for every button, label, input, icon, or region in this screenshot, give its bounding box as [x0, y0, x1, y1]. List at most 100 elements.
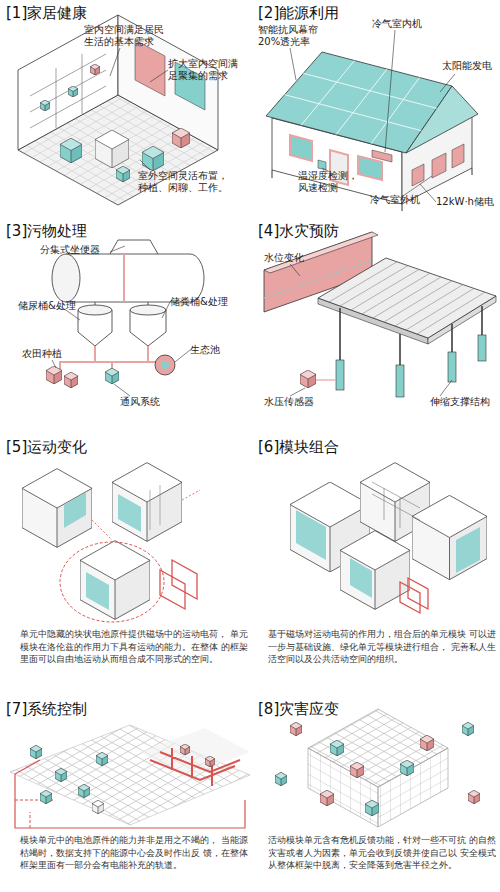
energy-building-illustration — [432, 153, 446, 178]
system-control-illustration — [10, 725, 250, 825]
waste-treatment-illustration — [161, 361, 169, 369]
waste-treatment-illustration — [123, 254, 125, 302]
callout-label: 温湿度检测， 风速检测 — [298, 170, 362, 194]
house-interior-illustration — [95, 130, 129, 168]
system-control-illustration — [10, 725, 250, 828]
system-control-illustration — [92, 800, 104, 814]
module-motion-illustration — [80, 541, 150, 620]
energy-building-illustration — [406, 86, 478, 153]
house-interior-illustration — [172, 128, 190, 148]
energy-building-illustration — [285, 61, 437, 144]
disaster-response-illustration — [275, 709, 480, 827]
description-text: 基于磁场对运动电荷的作用力，组合后的单元模块 可以进一步与基础设施、绿化单元等模… — [268, 628, 496, 666]
waste-treatment-illustration — [66, 254, 204, 302]
flood-prevention-illustration — [336, 360, 344, 390]
waste-treatment-illustration — [64, 372, 78, 388]
module-motion-illustration — [22, 463, 200, 622]
flood-prevention-illustration — [318, 258, 496, 338]
waste-treatment-illustration — [110, 240, 158, 254]
system-control-illustration — [15, 760, 245, 828]
flood-prevention-illustration — [396, 365, 404, 397]
flood-prevention-illustration — [340, 306, 482, 365]
flood-prevention-illustration — [316, 379, 336, 380]
module-motion-illustration — [92, 490, 200, 540]
module-combination-illustration — [296, 510, 326, 560]
callout-label: 冷气室外机 — [370, 194, 430, 206]
energy-building-illustration — [290, 30, 455, 202]
disaster-response-illustration — [462, 722, 474, 736]
description-text: 活动模块单元含有危机反馈功能，针对一些不可抗 的自然灾害或者人为因素，单元会收到… — [268, 834, 496, 872]
callout-label: 水压传感器 — [264, 396, 324, 408]
system-control-illustration — [55, 768, 67, 782]
energy-building-illustration — [318, 160, 326, 170]
energy-building-illustration — [452, 144, 464, 168]
house-interior-illustration — [116, 166, 130, 182]
panel-heading: [5]运动变化 — [6, 438, 136, 456]
system-control-illustration — [180, 744, 190, 755]
system-control-illustration — [96, 752, 108, 766]
module-combination-illustration — [412, 495, 487, 579]
house-interior-illustration — [30, 54, 106, 128]
callout-label: 水位变化 — [264, 252, 314, 264]
callout-label: 室内空间满足居民 生活的基本需求 — [84, 24, 168, 48]
description-text: 单元中隐藏的块状电池原件提供磁场中的运动电荷， 单元模块在洛伦兹的作用力下具有运… — [20, 628, 248, 666]
system-control-illustration — [40, 790, 52, 804]
disaster-response-illustration — [378, 748, 448, 827]
module-motion-illustration — [64, 492, 86, 528]
disaster-response-illustration — [330, 740, 344, 756]
module-combination-illustration — [408, 578, 428, 609]
disaster-response-illustration — [320, 790, 334, 806]
module-motion-illustration — [22, 469, 92, 548]
waste-treatment-illustration — [155, 355, 175, 375]
module-combination-illustration — [456, 527, 480, 573]
panel-heading: [6]模块组合 — [258, 438, 388, 456]
module-combination-illustration — [372, 482, 420, 528]
waste-treatment-illustration — [105, 368, 119, 384]
module-motion-illustration — [172, 560, 197, 599]
house-interior-illustration — [60, 138, 82, 163]
system-control-illustration — [140, 728, 250, 778]
flood-prevention-illustration — [264, 232, 496, 397]
callout-label: 分集式坐便器 — [40, 244, 110, 256]
disaster-response-illustration — [350, 762, 364, 778]
waste-treatment-illustration — [52, 254, 80, 302]
waste-treatment-illustration — [130, 305, 166, 315]
panel-heading: [7]系统控制 — [6, 700, 136, 718]
disaster-response-illustration — [308, 748, 378, 827]
callout-label: 农田种植 — [22, 348, 72, 360]
energy-building-illustration — [372, 150, 392, 162]
module-motion-illustration — [112, 463, 182, 542]
callout-label: 生态池 — [190, 344, 230, 356]
panel-heading: [3]污物处理 — [6, 222, 136, 240]
module-combination-illustration — [290, 463, 487, 613]
callout-label: 冷气室内机 — [372, 18, 432, 30]
waste-treatment-illustration — [52, 246, 190, 396]
house-interior-illustration — [142, 146, 164, 171]
house-interior-illustration — [118, 15, 218, 150]
system-control-illustration — [150, 748, 240, 786]
flood-prevention-illustration — [448, 352, 456, 382]
description-text: 模块单元中的电池原件的能力并非是用之不竭的， 当能源枯竭时，数据支持下的能源中心… — [20, 834, 248, 872]
module-motion-illustration — [86, 572, 109, 610]
house-interior-illustration — [18, 15, 118, 150]
house-interior-illustration — [175, 62, 205, 110]
callout-label: 12kW·h储电 — [436, 196, 500, 208]
callout-label: 伸缩支撑结构 — [430, 396, 498, 408]
module-combination-illustration — [400, 582, 420, 613]
module-motion-illustration — [150, 485, 160, 530]
panel-heading: [1]家居健康 — [6, 4, 136, 22]
waste-treatment-illustration — [46, 240, 204, 396]
system-control-illustration — [30, 745, 42, 759]
module-motion-illustration — [118, 494, 141, 532]
callout-label: 太阳能发电 — [442, 60, 498, 72]
flood-prevention-illustration — [478, 335, 486, 361]
disaster-response-illustration — [400, 760, 414, 776]
disaster-response-illustration — [420, 735, 434, 751]
module-motion-illustration — [60, 542, 164, 622]
flood-prevention-illustration — [290, 264, 452, 396]
callout-label: 扩大室内空间满 足聚集的需求 — [168, 58, 242, 82]
callout-label: 通风系统 — [120, 396, 170, 408]
energy-building-illustration — [266, 30, 478, 211]
